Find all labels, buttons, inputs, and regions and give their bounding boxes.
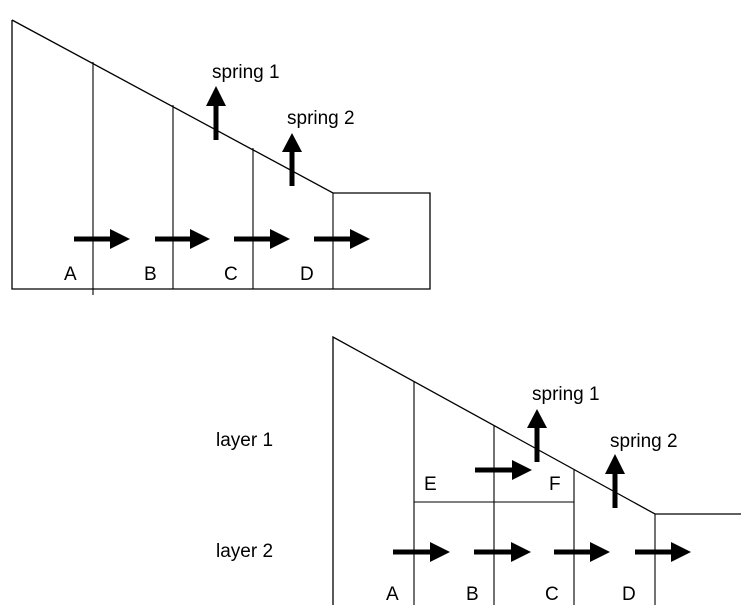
top-slice-label-a: A <box>64 264 77 285</box>
top-slice-label-d: D <box>300 264 314 285</box>
bottom-force-arrow-c <box>554 542 610 562</box>
bottom-force-arrow-a <box>393 542 450 562</box>
bottom-slope-outline <box>332 335 741 605</box>
bottom-slice-label-c: C <box>545 584 559 605</box>
bottom-force-arrow-e <box>475 460 532 480</box>
top-spring-2-label: spring 2 <box>287 108 355 129</box>
bottom-slice-label-f: F <box>549 474 561 495</box>
bottom-slice-label-e: E <box>424 474 437 495</box>
top-force-arrow-d <box>314 229 370 249</box>
top-slope-diagram: spring 1 spring 2 A B C D <box>11 19 431 295</box>
bottom-spring-2-label: spring 2 <box>610 431 678 452</box>
top-slice-label-c: C <box>224 264 238 285</box>
bottom-force-arrow-b <box>474 542 531 562</box>
top-slice-label-b: B <box>144 264 157 285</box>
bottom-spring-1-label: spring 1 <box>532 384 600 405</box>
bottom-spring-2-arrow <box>605 454 625 508</box>
bottom-force-arrow-d <box>635 542 691 562</box>
bottom-slope-diagram: layer 1 layer 2 spring 1 spring 2 E F <box>216 335 741 605</box>
bottom-slice-label-a: A <box>386 584 399 605</box>
top-force-arrow-a <box>74 229 130 249</box>
top-force-arrow-c <box>234 229 290 249</box>
top-spring-1-label: spring 1 <box>212 62 280 83</box>
layer-1-label: layer 1 <box>216 430 273 451</box>
top-spring-1-arrow <box>206 86 226 140</box>
top-slope-outline <box>11 19 431 290</box>
layer-2-label: layer 2 <box>216 541 273 562</box>
bottom-slice-label-b: B <box>466 584 479 605</box>
bottom-spring-1-arrow <box>527 409 547 462</box>
bottom-slice-label-d: D <box>622 584 636 605</box>
top-force-arrow-b <box>155 229 210 249</box>
top-spring-2-arrow <box>282 133 302 186</box>
